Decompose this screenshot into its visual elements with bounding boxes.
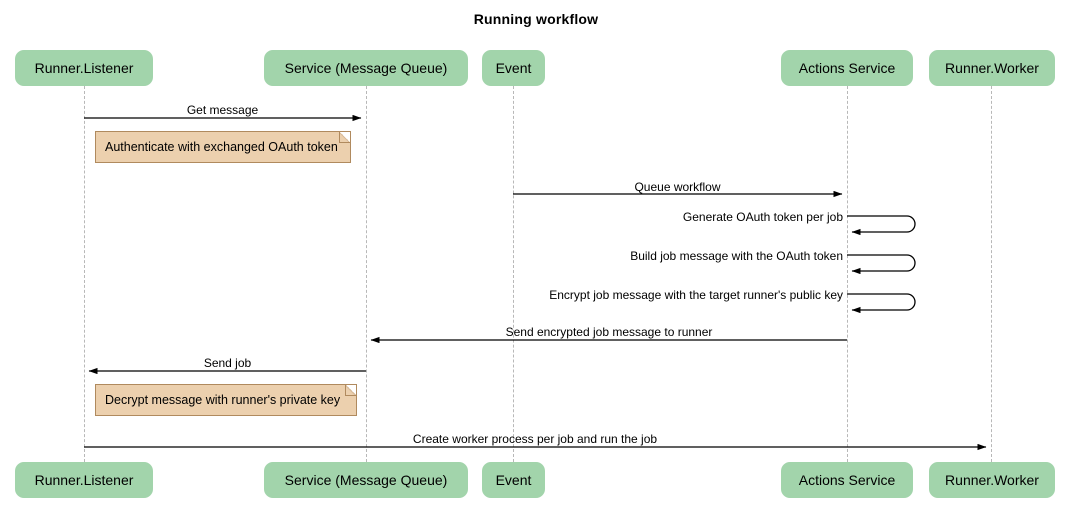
participant-actions-service-bottom[interactable]: Actions Service [781,462,913,498]
participant-label: Service (Message Queue) [284,60,448,76]
note-fold-corner-icon [339,132,350,143]
label-generate-oauth-token: Generate OAuth token per job [682,210,843,224]
note-label: Authenticate with exchanged OAuth token [105,140,338,154]
participant-service-queue-bottom[interactable]: Service (Message Queue) [264,462,468,498]
participant-label: Runner.Worker [945,60,1039,76]
arrow-build-job-message [847,254,916,275]
participant-event-bottom[interactable]: Event [482,462,545,498]
label-queue-workflow: Queue workflow [634,180,721,194]
label-build-job-message: Build job message with the OAuth token [630,249,843,263]
lifeline-runner-listener [84,86,85,462]
lifeline-service-queue [366,86,367,462]
participant-runner-worker-top[interactable]: Runner.Worker [929,50,1055,86]
note-label: Decrypt message with runner's private ke… [105,393,341,407]
label-create-worker-process: Create worker process per job and run th… [412,432,658,446]
participant-runner-listener-bottom[interactable]: Runner.Listener [15,462,153,498]
label-get-message: Get message [186,103,259,117]
participant-service-queue-top[interactable]: Service (Message Queue) [264,50,468,86]
page-title: Running workflow [473,11,599,27]
participant-actions-service-top[interactable]: Actions Service [781,50,913,86]
label-send-job: Send job [203,356,252,370]
note-authenticate: Authenticate with exchanged OAuth token [95,131,351,163]
note-fold-corner-icon [345,385,356,396]
arrow-encrypt-job-message [847,293,916,314]
participant-runner-listener-top[interactable]: Runner.Listener [15,50,153,86]
participant-label: Actions Service [798,60,896,76]
participant-label: Runner.Listener [34,472,134,488]
arrow-generate-oauth-token [847,215,916,236]
participant-label: Service (Message Queue) [284,472,448,488]
participant-label: Runner.Listener [34,60,134,76]
participant-label: Runner.Worker [945,472,1039,488]
label-encrypt-job-message: Encrypt job message with the target runn… [549,288,843,302]
label-send-encrypted-job-message: Send encrypted job message to runner [505,325,713,339]
participant-runner-worker-bottom[interactable]: Runner.Worker [929,462,1055,498]
participant-label: Event [495,60,532,76]
note-decrypt: Decrypt message with runner's private ke… [95,384,357,416]
lifeline-actions-service [847,86,848,462]
participant-label: Event [495,472,532,488]
lifeline-runner-worker [991,86,992,462]
participant-label: Actions Service [798,472,896,488]
participant-event-top[interactable]: Event [482,50,545,86]
lifeline-event [513,86,514,462]
